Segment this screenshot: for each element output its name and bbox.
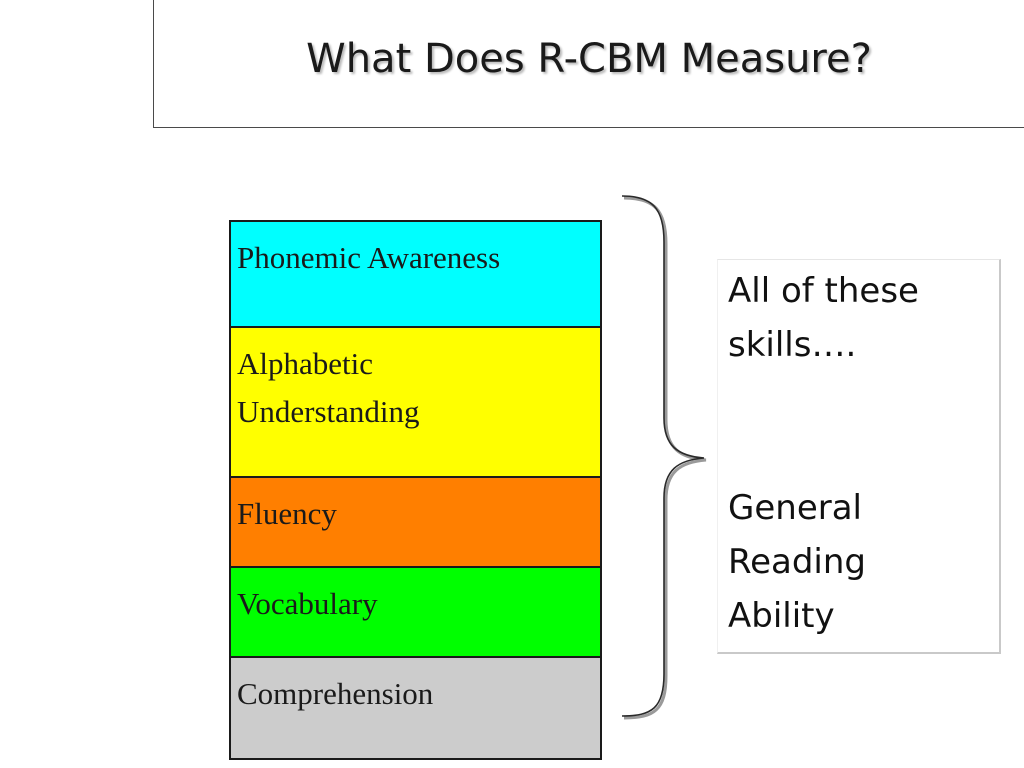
skill-alphabetic-understanding: Alphabetic Understanding [231, 326, 600, 476]
skill-label: Alphabetic Understanding [237, 346, 420, 429]
skill-comprehension: Comprehension [231, 656, 600, 758]
skill-label: Fluency [237, 496, 337, 531]
skill-fluency: Fluency [231, 476, 600, 566]
callout-intro: All of these skills…. [728, 271, 919, 365]
skill-phonemic-awareness: Phonemic Awareness [231, 222, 600, 326]
skill-label: Phonemic Awareness [237, 240, 501, 275]
skill-label: Vocabulary [237, 586, 378, 621]
slide-title: What Does R-CBM Measure? [306, 36, 872, 82]
title-box: What Does R-CBM Measure? [153, 0, 1024, 128]
callout-box: All of these skills…. General Reading Ab… [717, 259, 1001, 654]
right-brace-icon [621, 195, 707, 720]
skill-label: Comprehension [237, 676, 434, 711]
skills-stack: Phonemic Awareness Alphabetic Understand… [229, 220, 602, 760]
callout-conclusion: General Reading Ability [728, 488, 867, 636]
skill-vocabulary: Vocabulary [231, 566, 600, 656]
